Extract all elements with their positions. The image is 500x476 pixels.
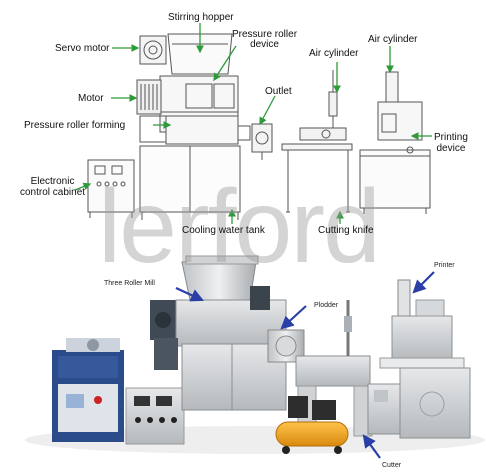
callout-arrows-photo [175, 271, 435, 459]
label-outlet: Outlet [265, 86, 292, 97]
label-cutting-knife: Cutting knife [318, 225, 374, 236]
line-drawing-main-machine [136, 33, 273, 220]
watermark-text: lerford [98, 169, 381, 285]
label-air-cylinder-2: Air cylinder [368, 34, 418, 45]
label-cutter: Cutter [382, 462, 402, 469]
label-printing-device: Printing device [434, 132, 468, 154]
photo-printer [379, 279, 471, 439]
line-drawing-cutting-table [281, 70, 353, 213]
label-air-cylinder-1: Air cylinder [309, 48, 359, 59]
label-motor: Motor [78, 93, 104, 104]
label-pressure-roller-device: Pressure roller device [232, 29, 298, 50]
line-drawing-printer [359, 71, 431, 214]
line-drawing-control-cabinet [87, 159, 135, 218]
label-plodder: Plodder [314, 302, 339, 309]
label-electronic-control-cabinet: Electronic control cabinet [20, 176, 86, 198]
label-cooling-water-tank: Cooling water tank [182, 225, 265, 236]
photo-three-roller-mill [150, 255, 287, 411]
label-servo-motor: Servo motor [55, 43, 110, 54]
label-printer: Printer [434, 262, 455, 269]
photo-chiller [52, 338, 124, 442]
photo-control-box [125, 387, 185, 445]
label-pressure-roller-forming: Pressure roller forming [24, 120, 126, 131]
label-three-roller-mill: Three Roller Mill [104, 280, 155, 287]
photo-air-compressor [275, 396, 349, 454]
callout-arrows-top [74, 23, 432, 224]
label-stirring-hopper: Stirring hopper [168, 12, 234, 23]
photo-production-line [25, 255, 485, 454]
